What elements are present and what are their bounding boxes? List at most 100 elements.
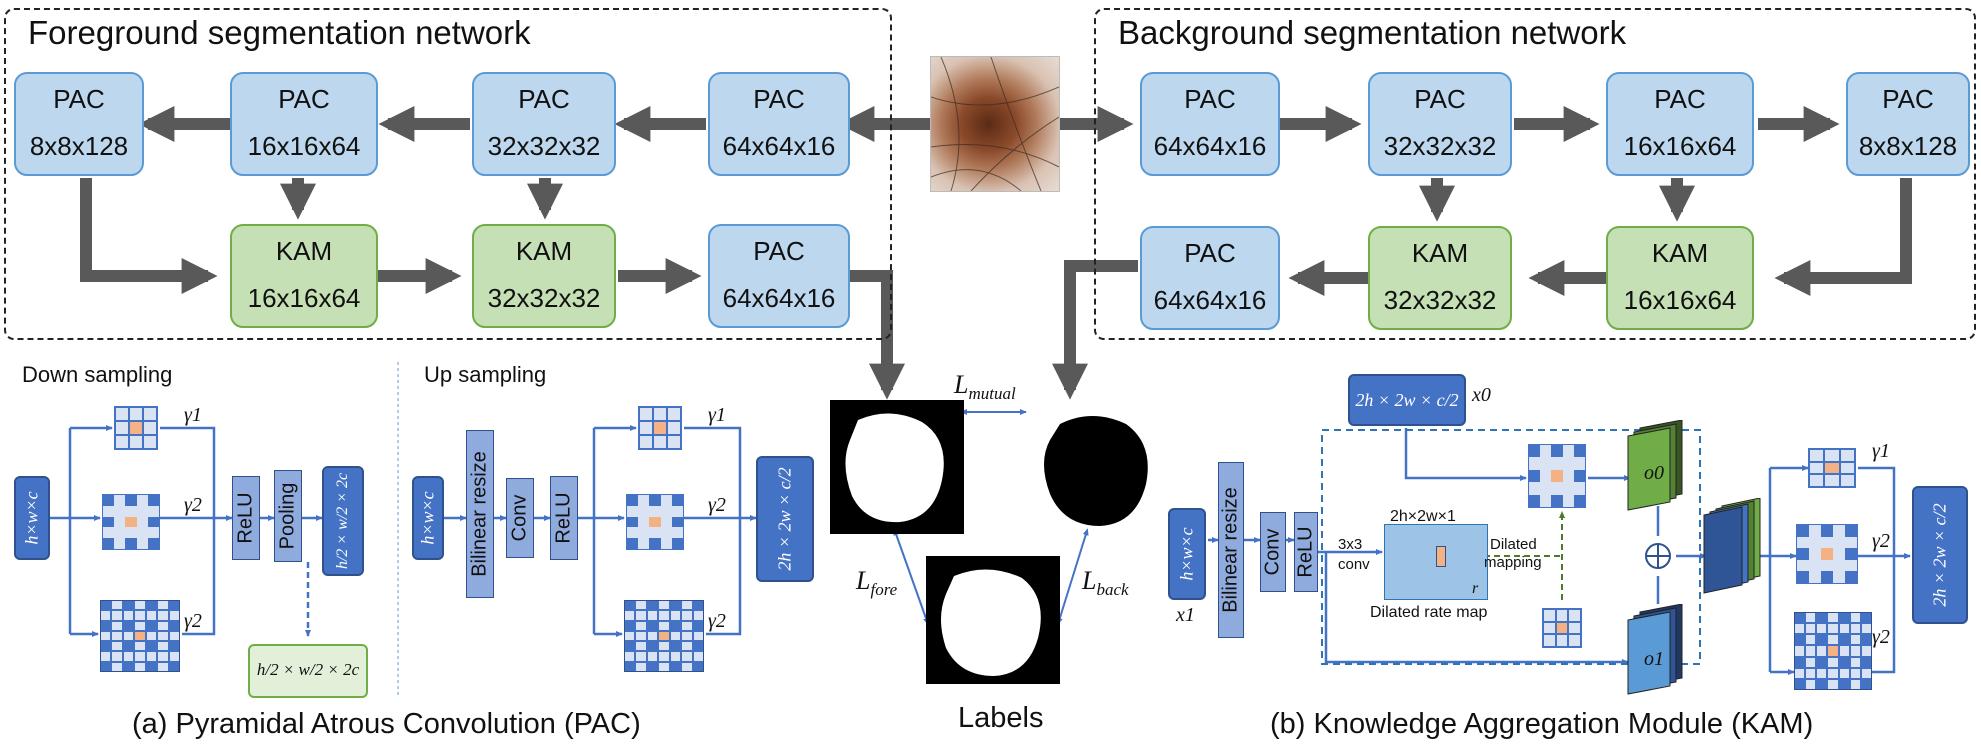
- bg-bottom-node: PAC 64x64x16: [1140, 226, 1280, 330]
- node-size: 16x16x64: [247, 131, 361, 161]
- background-title: Background segmentation network: [1118, 14, 1627, 51]
- pac-input-label: h×w×c: [21, 491, 42, 545]
- kam-dashed-frame: [1321, 429, 1701, 665]
- conv33-label-a: 3x3: [1338, 536, 1363, 553]
- loss-mutual-sub: mutual: [968, 384, 1016, 404]
- bg-top-node: PAC 64x64x16: [1140, 72, 1280, 176]
- dilated-label-b: mapping: [1484, 554, 1542, 571]
- loss-L: L: [856, 566, 871, 595]
- foreground-title: Foreground segmentation network: [28, 14, 531, 51]
- rate-map-label: Dilated rate map: [1370, 604, 1488, 621]
- bg-top-node: PAC 16x16x64: [1606, 72, 1754, 176]
- kam-input-label: h×w×c: [1176, 527, 1197, 581]
- node-size: 32x32x32: [1383, 131, 1497, 161]
- fg-top-node: PAC 32x32x32: [472, 72, 616, 176]
- node-name: PAC: [753, 84, 805, 114]
- node-name: KAM: [1411, 238, 1469, 268]
- gamma-1: γ1: [184, 404, 202, 426]
- bilinear-label: Bilinear resize: [468, 451, 491, 577]
- fg-bottom-node: KAM 16x16x64: [230, 224, 378, 328]
- kam-kernel-icon: [1528, 444, 1586, 508]
- node-name: KAM: [1651, 238, 1709, 268]
- bilinear-label: Bilinear resize: [1219, 487, 1242, 613]
- aggregate-plus-icon: [1645, 543, 1671, 569]
- gamma-1: γ1: [708, 404, 726, 426]
- fg-top-node: PAC 64x64x16: [708, 72, 850, 176]
- kam-conv-block: Conv: [1260, 512, 1286, 592]
- fg-top-node: PAC 8x8x128: [14, 72, 144, 176]
- gamma-2: γ2: [184, 610, 202, 632]
- kam-small-kernel-icon: [1542, 608, 1582, 648]
- pac-bilinear-block: Bilinear resize: [466, 430, 494, 598]
- kernel-rate3-icon: [100, 600, 180, 672]
- bg-bottom-node: KAM 32x32x32: [1368, 226, 1512, 330]
- dermoscopy-input-image: [930, 56, 1060, 192]
- loss-mutual: Lmutual: [954, 370, 1016, 404]
- loss-L: L: [1082, 566, 1097, 595]
- relu-label: ReLU: [1294, 526, 1317, 578]
- node-size: 16x16x64: [247, 283, 361, 313]
- kernel-rate3-icon: [624, 600, 704, 672]
- background-network-frame: [1094, 8, 1976, 340]
- pac-panel-lines: [50, 425, 757, 637]
- kam-caption: (b) Knowledge Aggregation Module (KAM): [1270, 708, 1814, 740]
- kernel-rate1-icon: [638, 406, 682, 450]
- node-name: PAC: [1654, 84, 1706, 114]
- pac-down-title: Down sampling: [22, 362, 173, 387]
- kam-output-label: 2h × 2w × c/2: [1929, 503, 1950, 607]
- kam-bilinear-block: Bilinear resize: [1218, 462, 1244, 638]
- dilated-rate-map: [1384, 524, 1488, 600]
- background-prediction-mask: [1030, 400, 1164, 534]
- o0-label: o0: [1644, 462, 1664, 484]
- foreground-arrows: [80, 106, 934, 400]
- node-name: PAC: [1184, 238, 1236, 268]
- o1-label: o1: [1644, 648, 1664, 670]
- loss-L: L: [954, 370, 969, 399]
- fg-top-node: PAC 16x16x64: [230, 72, 378, 176]
- gamma-2: γ2: [184, 494, 202, 516]
- kam-input-block: h×w×c: [1168, 508, 1206, 600]
- conv-label: Conv: [508, 494, 531, 542]
- gamma-2: γ2: [1872, 626, 1890, 648]
- pac-relu-block: ReLU: [232, 476, 260, 560]
- kam-output-block: 2h × 2w × c/2: [1912, 486, 1968, 624]
- rate-map-size: 2h×2w×1: [1390, 508, 1456, 525]
- gamma-2: γ2: [1872, 530, 1890, 552]
- conv-label: Conv: [1261, 528, 1284, 576]
- node-size: 64x64x16: [722, 131, 836, 161]
- pac-pool-output-block: h/2 × w/2 × 2c: [322, 466, 364, 576]
- node-name: PAC: [753, 236, 805, 266]
- relu-label: ReLU: [234, 492, 257, 544]
- kernel-rate1-icon: [114, 406, 158, 450]
- loss-back: Lback: [1082, 566, 1129, 600]
- fg-bottom-node: KAM 32x32x32: [472, 224, 616, 328]
- node-name: PAC: [53, 84, 105, 114]
- kam-x0-block: 2h × 2w × c/2: [1348, 374, 1466, 426]
- pac-pool-side-block: h/2 × w/2 × 2c: [248, 644, 368, 698]
- kam-x0-box-label: 2h × 2w × c/2: [1355, 390, 1459, 410]
- bg-bottom-node: KAM 16x16x64: [1606, 226, 1754, 330]
- kam-x0-label: x0: [1472, 384, 1491, 406]
- blob-shape: [941, 569, 1041, 676]
- node-size: 8x8x128: [1858, 131, 1958, 161]
- node-size: 8x8x128: [29, 131, 129, 161]
- node-name: KAM: [515, 236, 573, 266]
- node-size: 32x32x32: [487, 131, 601, 161]
- pooling-label: Pooling: [276, 482, 299, 550]
- pac-pooling-block: Pooling: [274, 470, 302, 562]
- fg-bottom-node: PAC 64x64x16: [708, 224, 850, 328]
- kernel-rate1-icon: [1808, 448, 1856, 488]
- node-name: PAC: [518, 84, 570, 114]
- kernel-rate3-icon: [1794, 612, 1872, 690]
- pac-input-block: h×w×c: [14, 476, 50, 560]
- loss-fore: Lfore: [856, 566, 897, 600]
- foreground-network-frame: [4, 8, 892, 340]
- node-size: 16x16x64: [1623, 285, 1737, 315]
- loss-arrows: [893, 409, 1089, 625]
- node-size: 16x16x64: [1623, 131, 1737, 161]
- bg-top-node: PAC 32x32x32: [1368, 72, 1512, 176]
- pac-up-title: Up sampling: [424, 362, 547, 387]
- gamma-2: γ2: [708, 494, 726, 516]
- bg-top-node: PAC 8x8x128: [1846, 72, 1970, 176]
